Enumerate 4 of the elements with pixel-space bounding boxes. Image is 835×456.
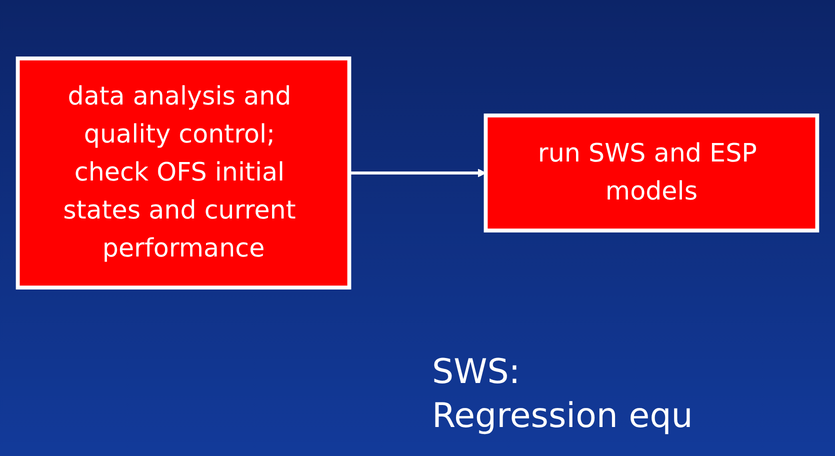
bullet-item: Regression equ	[432, 396, 693, 436]
section-heading: SWS:	[432, 352, 522, 392]
node-box: data analysis and quality control; check OFS initial states and current performance	[16, 56, 352, 290]
node-box: run SWS and ESP models	[484, 114, 820, 232]
